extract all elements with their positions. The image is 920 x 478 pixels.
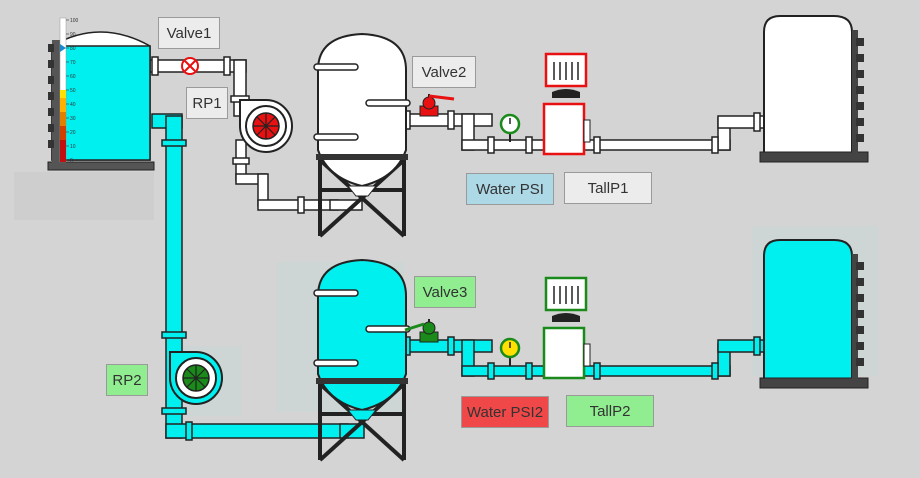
vertical-pump-tallp1-icon[interactable] (542, 52, 591, 156)
destination-tank-upper[interactable] (759, 15, 869, 163)
label-tallp1[interactable]: TallP1 (564, 172, 652, 204)
valve2-icon[interactable] (419, 94, 455, 117)
label-valve2[interactable]: Valve2 (412, 56, 476, 88)
tank-water-fill (51, 45, 151, 161)
gauge-tick-label: 80 (70, 46, 76, 52)
label-tallp2[interactable]: TallP2 (566, 395, 654, 427)
label-rp1[interactable]: RP1 (186, 87, 228, 119)
ladder-icon (856, 38, 864, 142)
gauge-tick-label: 100 (70, 18, 79, 24)
valve1-icon[interactable] (181, 57, 199, 75)
level-pointer-icon (60, 44, 66, 52)
pressure-vessel-lower[interactable] (313, 258, 411, 462)
label-valve1[interactable]: Valve1 (158, 17, 220, 49)
gauge-tick-label: 40 (70, 102, 76, 108)
vertical-pump-tallp2-icon[interactable] (542, 276, 591, 380)
gauge-tick-label: 60 (70, 74, 76, 80)
valve3-icon[interactable] (404, 319, 439, 343)
pressure-gauge-lower-icon[interactable] (499, 337, 521, 366)
gauge-tick-label: 90 (70, 32, 76, 38)
label-valve3[interactable]: Valve3 (414, 276, 476, 308)
gauge-tick-label: 70 (70, 60, 76, 66)
gauge-tick-label: 30 (70, 116, 76, 122)
pressure-vessel-upper[interactable] (313, 32, 411, 238)
pressure-gauge-upper-icon[interactable] (499, 113, 521, 142)
ladder-icon (856, 262, 864, 366)
pump-rp2-icon[interactable] (169, 351, 223, 405)
label-rp2[interactable]: RP2 (106, 364, 148, 396)
label-water-psi[interactable]: Water PSI (466, 173, 554, 205)
label-water-psi2[interactable]: Water PSI2 (461, 396, 549, 428)
gauge-tick-label: 0 (70, 158, 73, 164)
source-tank[interactable] (47, 31, 155, 171)
gauge-tick-label: 20 (70, 130, 76, 136)
destination-tank-lower[interactable] (759, 239, 869, 389)
gauge-tick-label: 10 (70, 144, 76, 150)
pump-rp1-icon[interactable] (239, 99, 293, 153)
gauge-tick-label: 50 (70, 88, 76, 94)
